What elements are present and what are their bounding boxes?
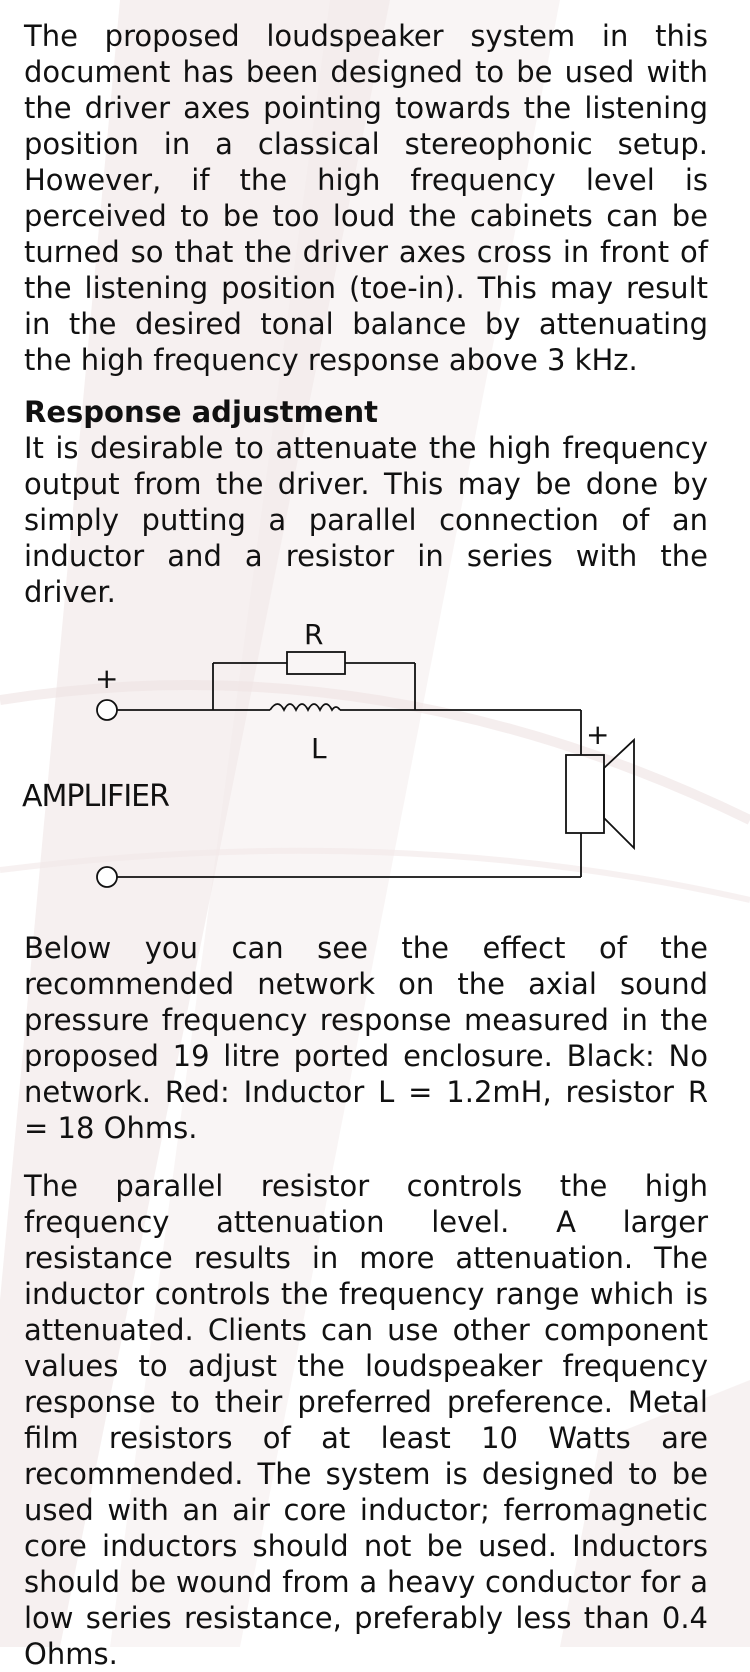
component-guidance-paragraph: The parallel resistor controls the high … [24,1169,708,1671]
resistor-label: R [304,618,323,651]
section-heading: Response adjustment [24,395,379,429]
speaker-plus-sign: + [586,718,609,751]
intro-paragraph: The proposed loudspeaker system in this … [24,19,708,377]
amp-positive-terminal [96,699,118,721]
speaker-cone [603,737,635,851]
speaker-magnet [565,754,605,834]
crossover-circuit-diagram: R L + + AMPLIFIER [22,618,635,888]
resistor-symbol [286,651,346,675]
inductor-symbol [269,703,341,713]
amplifier-label: AMPLIFIER [22,779,169,814]
inductor-label: L [311,732,327,765]
network-effect-paragraph: Below you can see the effect of the reco… [24,931,708,1145]
adjustment-paragraph: It is desirable to attenuate the high fr… [24,431,708,609]
amp-plus-sign: + [95,662,118,695]
amp-negative-terminal [96,866,118,888]
